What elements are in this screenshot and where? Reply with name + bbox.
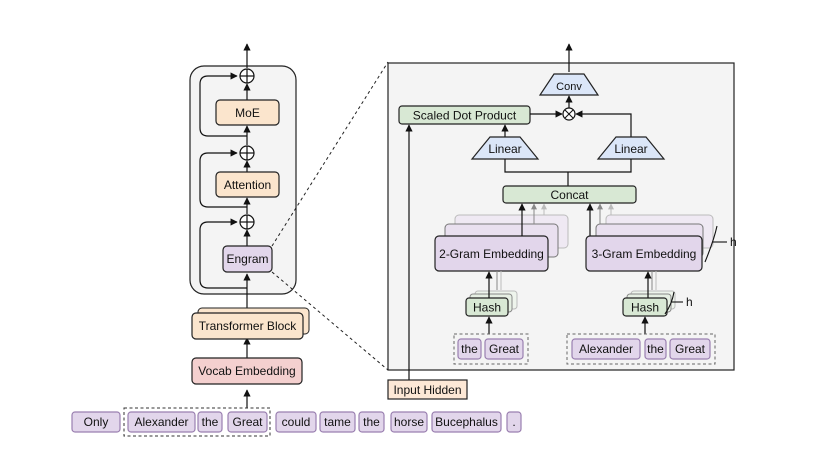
token-label: Only <box>84 415 109 429</box>
linear-left-label: Linear <box>488 142 521 156</box>
input-hidden-label: Input Hidden <box>393 383 461 397</box>
token-label: tame <box>324 415 351 429</box>
token-label: the <box>461 342 478 356</box>
arrow-linear-right-to-mult <box>575 110 632 137</box>
two-gram-embedding-label: 2-Gram Embedding <box>439 247 544 261</box>
attention-block: Attention <box>215 171 280 198</box>
token-chip: Bucephalus <box>431 411 502 433</box>
add-circle-middle <box>239 145 255 161</box>
three-gram-tokens: Alexander the Great <box>571 338 711 360</box>
scaled-dot-product-label: Scaled Dot Product <box>413 109 517 123</box>
vocab-embedding-label: Vocab Embedding <box>198 364 295 378</box>
engram-block: Engram <box>222 245 273 273</box>
linear-right-label: Linear <box>614 142 647 156</box>
token-chip: Great <box>227 411 268 433</box>
two-gram-tokens: the Great <box>457 338 524 360</box>
vocab-embedding-block: Vocab Embedding <box>191 357 303 385</box>
token-chip: Alexander <box>571 338 641 360</box>
concat-label: Concat <box>550 188 589 202</box>
token-chip: tame <box>319 411 356 433</box>
three-gram-token-group <box>566 333 716 365</box>
token-chip: horse <box>390 411 428 433</box>
token-label: Alexander <box>579 342 633 356</box>
linear-left-block: Linear <box>470 136 540 160</box>
zoom-line-top <box>271 61 389 247</box>
attention-label: Attention <box>224 178 271 192</box>
concat-block: Concat <box>502 185 637 204</box>
token-chip: the <box>197 411 223 433</box>
hash-left-label: Hash <box>473 301 501 315</box>
two-gram-token-group <box>453 333 529 365</box>
head-brace-hash <box>664 291 675 315</box>
conv-block: Conv <box>538 73 600 96</box>
token-chip: the <box>358 411 385 433</box>
token-chip: Great <box>484 338 524 360</box>
token-label: Bucephalus <box>435 415 498 429</box>
token-chip: the <box>457 338 482 360</box>
token-chip: could <box>275 411 317 433</box>
token-chip: Alexander <box>127 411 196 433</box>
hash-right-block: Hash h <box>622 271 693 317</box>
scaled-dot-product-block: Scaled Dot Product <box>398 105 531 125</box>
hash-left-block: Hash <box>465 271 518 317</box>
token-chip: the <box>644 338 667 360</box>
token-label: horse <box>394 415 424 429</box>
multiply-circle <box>562 107 576 121</box>
input-hidden-block: Input Hidden <box>387 379 468 400</box>
token-chip: . <box>506 411 522 433</box>
linear-right-block: Linear <box>596 136 666 160</box>
token-label: Great <box>232 415 263 429</box>
engram-label: Engram <box>226 252 268 266</box>
token-label: Great <box>675 342 706 356</box>
token-chip: Great <box>669 338 711 360</box>
three-gram-embedding-label: 3-Gram Embedding <box>592 247 697 261</box>
three-gram-embedding-block: 3-Gram Embedding h <box>585 203 737 272</box>
trigram-highlight-box <box>123 407 271 437</box>
head-count-label-embed: h <box>730 235 737 249</box>
moe-block: MoE <box>215 99 280 126</box>
residual-engram <box>199 218 247 289</box>
token-label: the <box>363 415 380 429</box>
token-label: Alexander <box>134 415 188 429</box>
zoom-line-bottom <box>271 271 389 371</box>
transformer-block-label: Transformer Block <box>199 319 298 333</box>
two-gram-embedding-block: 2-Gram Embedding <box>434 203 569 272</box>
token-label: the <box>202 415 219 429</box>
token-label: could <box>282 415 311 429</box>
residual-moe <box>199 72 247 137</box>
add-circle-bottom <box>239 214 255 230</box>
token-chip: Only <box>71 411 121 433</box>
residual-attention <box>199 149 247 208</box>
token-label: Great <box>489 342 520 356</box>
token-label: . <box>512 415 515 429</box>
conv-label: Conv <box>556 81 582 93</box>
token-label: the <box>647 342 664 356</box>
transformer-block: Transformer Block <box>191 307 310 340</box>
hash-right-label: Hash <box>631 301 659 315</box>
add-circle-top <box>239 68 255 84</box>
head-count-label-hash: h <box>686 295 693 309</box>
moe-label: MoE <box>235 106 260 120</box>
